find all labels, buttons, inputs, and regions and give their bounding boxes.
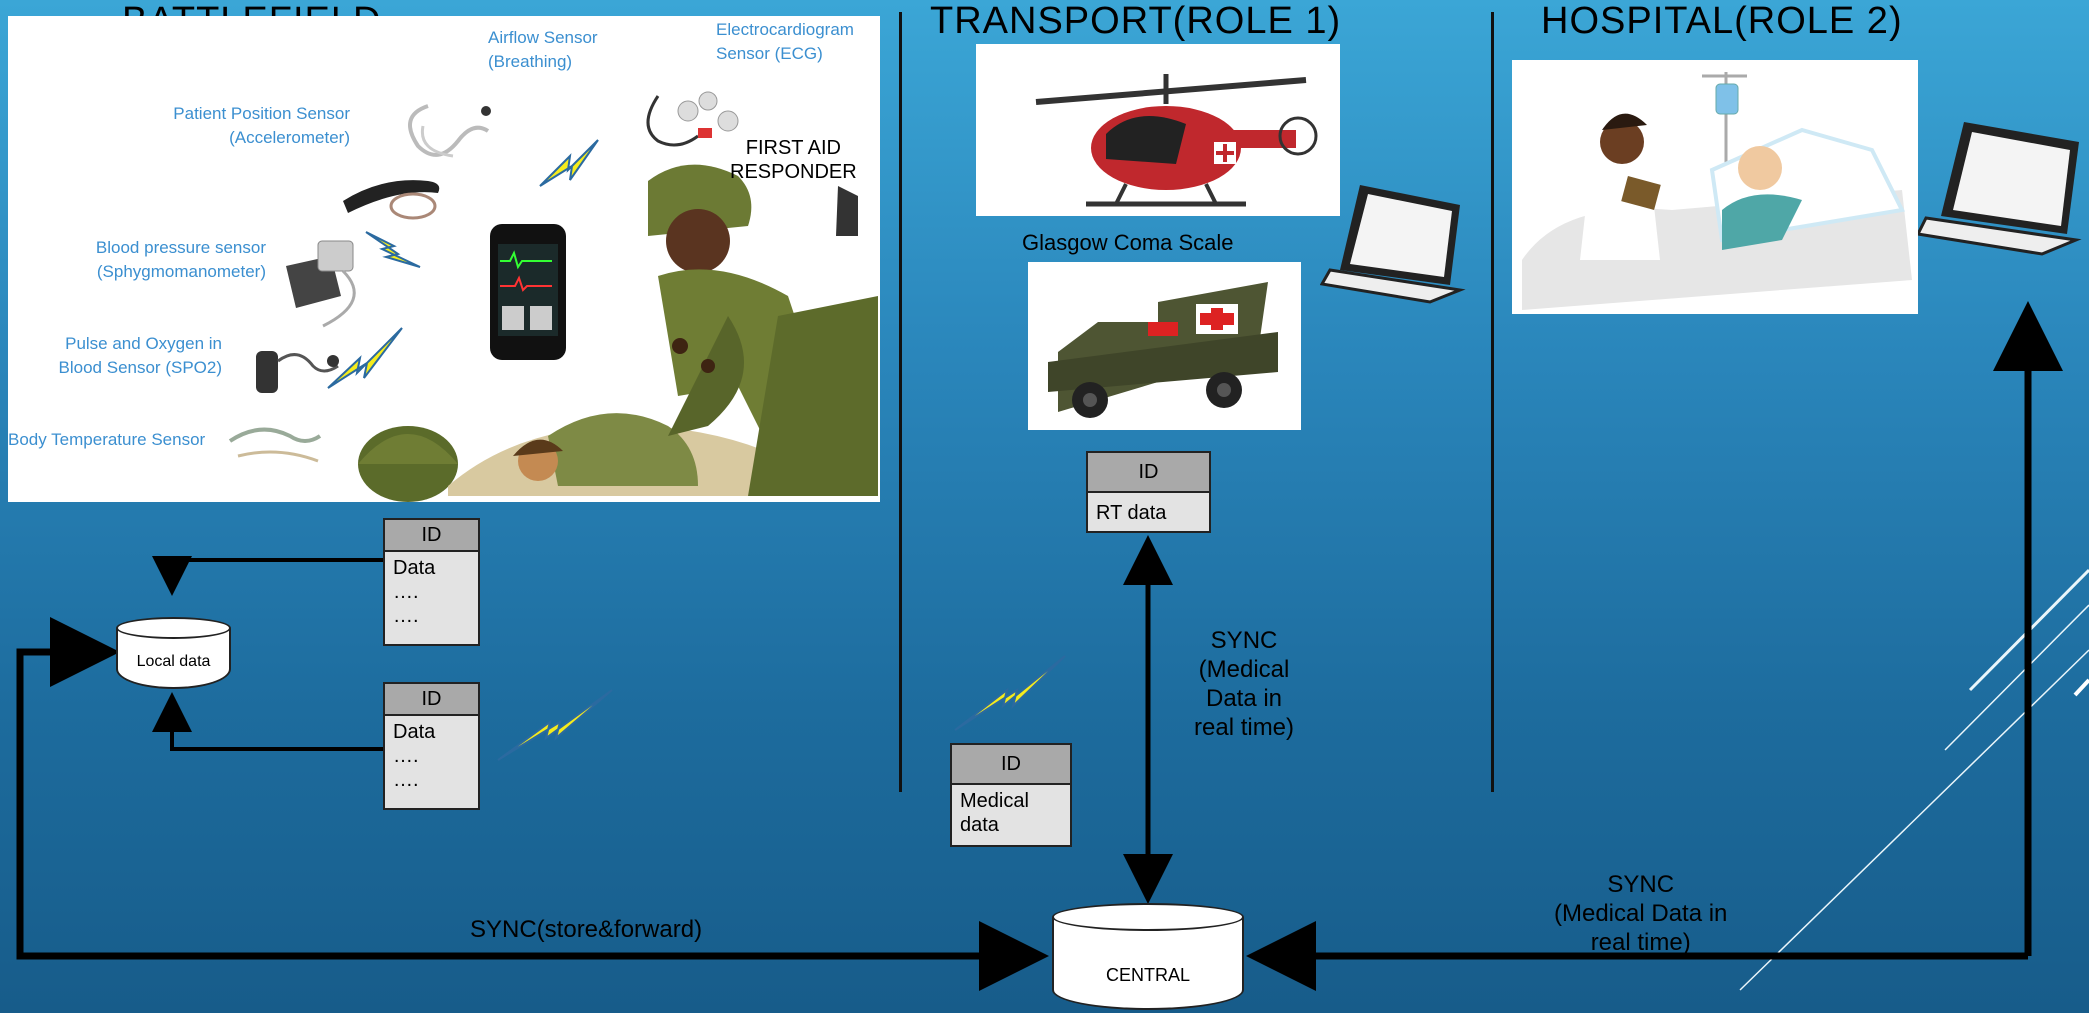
temperature-sensor-label: Body Temperature Sensor [8, 430, 206, 449]
transport-title: TRANSPORT(ROLE 1) [930, 0, 1342, 42]
arrow-record2-to-local [152, 692, 385, 751]
local-data-database: Local data [116, 617, 231, 689]
record-battlefield-1: ID Data….…. [383, 518, 480, 646]
position-sensor-icon [343, 180, 440, 220]
blood-pressure-sensor-icon [286, 240, 356, 328]
ecg-sensor-icon [646, 91, 739, 147]
airflow-sensor-icon [408, 104, 491, 158]
helicopter-icon [1035, 74, 1318, 207]
spo2-sensor-icon [256, 351, 339, 393]
smartphone-icon [490, 224, 566, 360]
hospital-image [1512, 60, 1918, 314]
temperature-sensor-icon [228, 427, 322, 463]
glasgow-coma-scale-label: Glasgow Coma Scale [1022, 230, 1234, 255]
record-battlefield-2: ID Data….…. [383, 682, 480, 810]
record-rt-data: ID RT data [1086, 451, 1211, 533]
hospital-title: HOSPITAL(ROLE 2) [1541, 0, 1903, 42]
lightning-icon-wireless [497, 655, 1066, 761]
military-ambulance-icon [1048, 282, 1278, 418]
battlefield-illustration [228, 91, 878, 502]
arrow-record1-to-local [152, 556, 385, 596]
laptop-icon-hospital [1916, 122, 2082, 256]
central-database: CENTRAL [1052, 903, 1244, 1010]
soldier-scene [358, 164, 878, 502]
airflow-sensor-label: Airflow Sensor(Breathing) [488, 28, 598, 71]
lightning-icon [327, 139, 599, 389]
blood-pressure-sensor-label: Blood pressure sensor(Sphygmomanometer) [95, 238, 266, 281]
divider-transport [899, 12, 902, 792]
ambulance-image [1028, 262, 1301, 430]
helicopter-image [976, 44, 1340, 216]
laptop-icon-transport [1320, 185, 1466, 304]
divider-hospital [1491, 12, 1494, 792]
sync-store-forward-label: SYNC(store&forward) [470, 916, 703, 943]
arrow-store-forward-to-local [16, 617, 1042, 960]
hospital-bed-scene [1522, 72, 1912, 310]
battlefield-panel: Airflow Sensor(Breathing) Electrocardiog… [8, 16, 880, 502]
position-sensor-label: Patient Position Sensor(Accelerometer) [173, 104, 350, 147]
